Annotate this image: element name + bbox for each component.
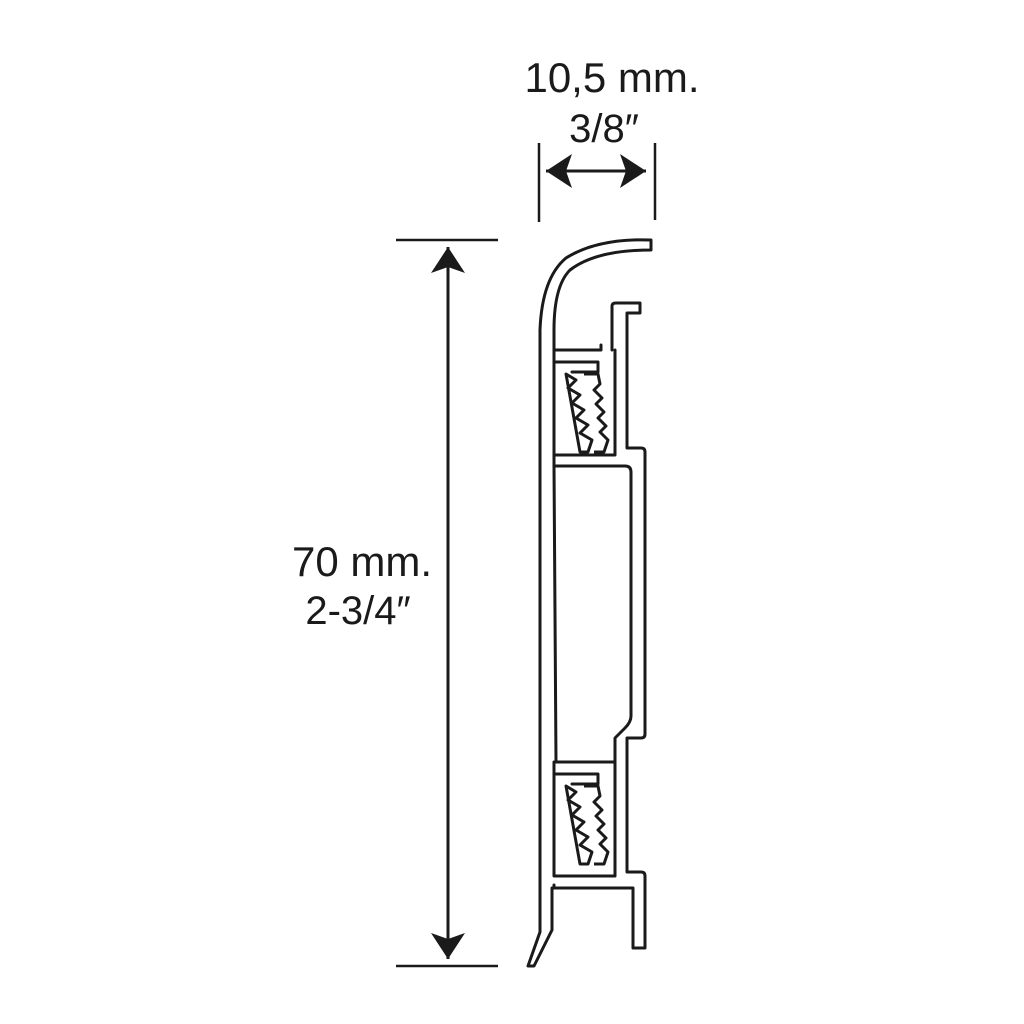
profile-top-flange: [552, 301, 647, 950]
teeth-upper-left: [564, 372, 594, 454]
profile-cross-section: [526, 238, 653, 968]
profile-teeth-lower: [564, 784, 610, 866]
profile-upper-chamber: [552, 348, 617, 457]
height-imperial-label: 2-3/4″: [305, 589, 410, 633]
teeth-lower-left: [564, 784, 594, 866]
profile-teeth-upper: [564, 372, 610, 454]
width-metric-label: 10,5 mm.: [524, 54, 699, 101]
profile-middle-hollow: [552, 453, 633, 764]
profile-lower-chamber: [552, 760, 617, 878]
profile-face: [526, 238, 653, 968]
height-dimension: 70 mm. 2-3/4″: [292, 238, 498, 968]
width-imperial-label: 3/8″: [569, 107, 639, 151]
profile-lower-chamber-inner: [554, 772, 600, 786]
teeth-lower-right: [584, 784, 610, 866]
teeth-upper-right: [584, 372, 610, 454]
width-dimension: 10,5 mm. 3/8″: [524, 54, 700, 222]
height-metric-label: 70 mm.: [292, 538, 432, 585]
profile-upper-chamber-inner: [554, 360, 600, 374]
